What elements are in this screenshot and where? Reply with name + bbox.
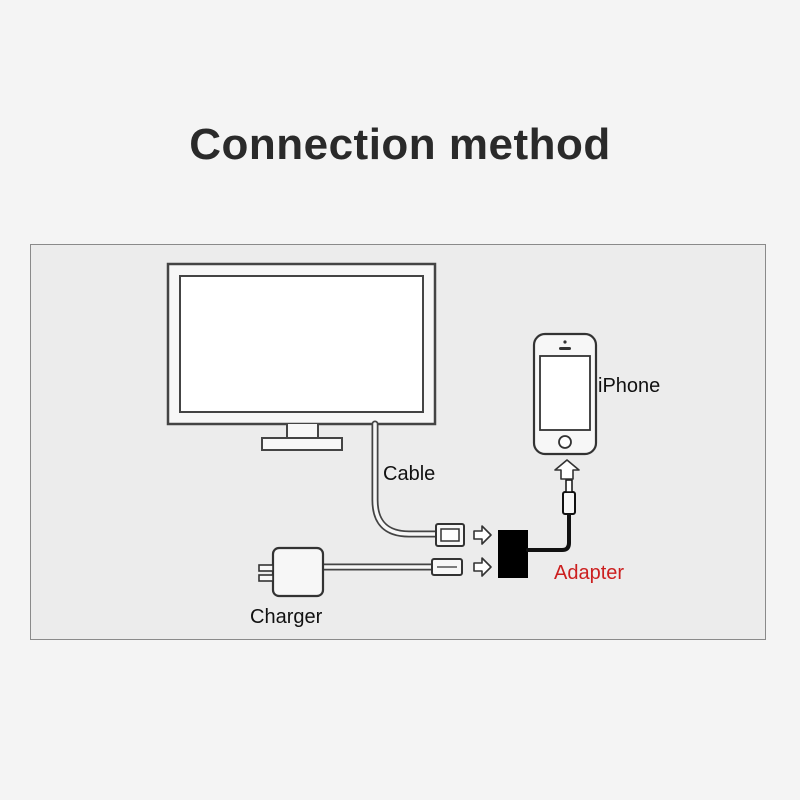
monitor-icon (166, 262, 437, 451)
arrow-right-icon (473, 525, 492, 545)
usb-plug-icon (431, 558, 463, 576)
hdmi-plug-icon (435, 523, 465, 547)
iphone-icon (532, 332, 598, 456)
cable-label: Cable (383, 463, 436, 485)
adapter-icon (498, 479, 576, 578)
arrow-up-icon (554, 459, 580, 480)
iphone-label: iPhone (598, 375, 661, 397)
diagram-title: Connection method (189, 120, 611, 169)
charger-icon (258, 546, 325, 598)
hdmi-cable (371, 420, 440, 538)
arrow-right-icon (473, 557, 492, 577)
charger-label: Charger (250, 606, 323, 628)
adapter-label: Adapter (554, 562, 625, 584)
